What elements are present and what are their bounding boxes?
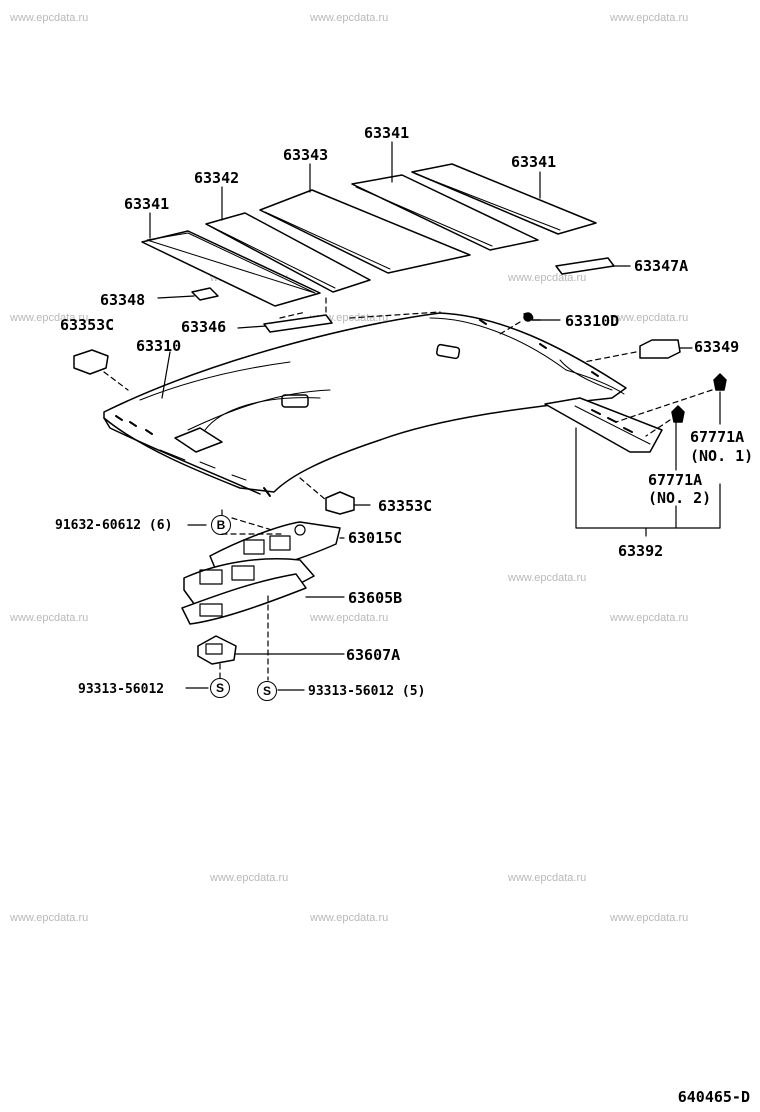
label-67771a-no2-note: (NO. 2) [648, 489, 712, 507]
label-63349: 63349 [694, 338, 740, 356]
dashed-lines [103, 297, 713, 681]
watermark: www.epcdata.ru [508, 572, 587, 584]
label-63353c-lower: 63353C [378, 497, 433, 515]
label-63607a: 63607A [346, 646, 401, 664]
silencer-pad-63342 [205, 212, 371, 293]
clip-67771a-no1 [713, 373, 727, 391]
clip-67771a-no2 [671, 405, 685, 423]
label-63310: 63310 [136, 337, 182, 355]
watermark: www.epcdata.ru [310, 612, 389, 624]
label-93313-56012: 93313-56012 [78, 682, 165, 697]
watermark: www.epcdata.ru [10, 612, 89, 624]
cap-63349 [639, 339, 681, 359]
diagram-code: 640465-D [677, 1088, 750, 1106]
watermark: www.epcdata.ru [10, 312, 89, 324]
silencer-pad-63341-right [411, 163, 597, 235]
label-63348: 63348 [100, 291, 146, 309]
label-63310d: 63310D [565, 312, 620, 330]
label-63342: 63342 [194, 169, 240, 187]
label-63605b: 63605B [348, 589, 403, 607]
watermark: www.epcdata.ru [610, 912, 689, 924]
cap-63353c-lower [325, 491, 355, 515]
label-93313-56012-qty: 93313-56012 (5) [308, 684, 426, 699]
screw-symbol-s: S [210, 678, 230, 698]
label-67771a-no1-note: (NO. 1) [690, 447, 754, 465]
label-63341-right: 63341 [511, 153, 557, 171]
headlining-63310 [103, 312, 627, 497]
label-63392: 63392 [618, 542, 664, 560]
bolt-symbol-b: B [211, 515, 231, 535]
label-91632-60612: 91632-60612 (6) [55, 518, 173, 533]
lamp-63607a [197, 635, 237, 665]
trim-63392 [544, 397, 663, 453]
pad-63348 [191, 287, 219, 301]
label-63347a: 63347A [634, 257, 689, 275]
screw-symbol-s: S [257, 681, 277, 701]
label-63353c-upper: 63353C [60, 316, 115, 334]
watermark: www.epcdata.ru [610, 612, 689, 624]
watermark: www.epcdata.ru [508, 872, 587, 884]
watermark: www.epcdata.ru [610, 312, 689, 324]
cap-63353c-upper [73, 349, 109, 375]
silencer-pad-63341-left [141, 230, 321, 307]
watermark: www.epcdata.ru [10, 912, 89, 924]
label-63343: 63343 [283, 146, 329, 164]
watermark: www.epcdata.ru [10, 12, 89, 24]
silencer-pad-63343 [259, 189, 471, 274]
label-63341-left: 63341 [124, 195, 170, 213]
pad-63346 [263, 314, 333, 333]
watermark: www.epcdata.ru [508, 272, 587, 284]
label-67771a-no2: 67771A [648, 471, 703, 489]
console-63605b [181, 558, 315, 625]
label-67771a-no1: 67771A [690, 428, 745, 446]
label-63341-top: 63341 [364, 124, 410, 142]
leader-lines [149, 141, 721, 691]
label-63346: 63346 [181, 318, 227, 336]
silencer-pad-63341-middle [351, 174, 539, 251]
watermark: www.epcdata.ru [210, 872, 289, 884]
watermark: www.epcdata.ru [610, 12, 689, 24]
label-63015c: 63015C [348, 529, 403, 547]
watermark: www.epcdata.ru [310, 12, 389, 24]
pad-63347a [555, 257, 615, 275]
watermark: www.epcdata.ru [310, 912, 389, 924]
